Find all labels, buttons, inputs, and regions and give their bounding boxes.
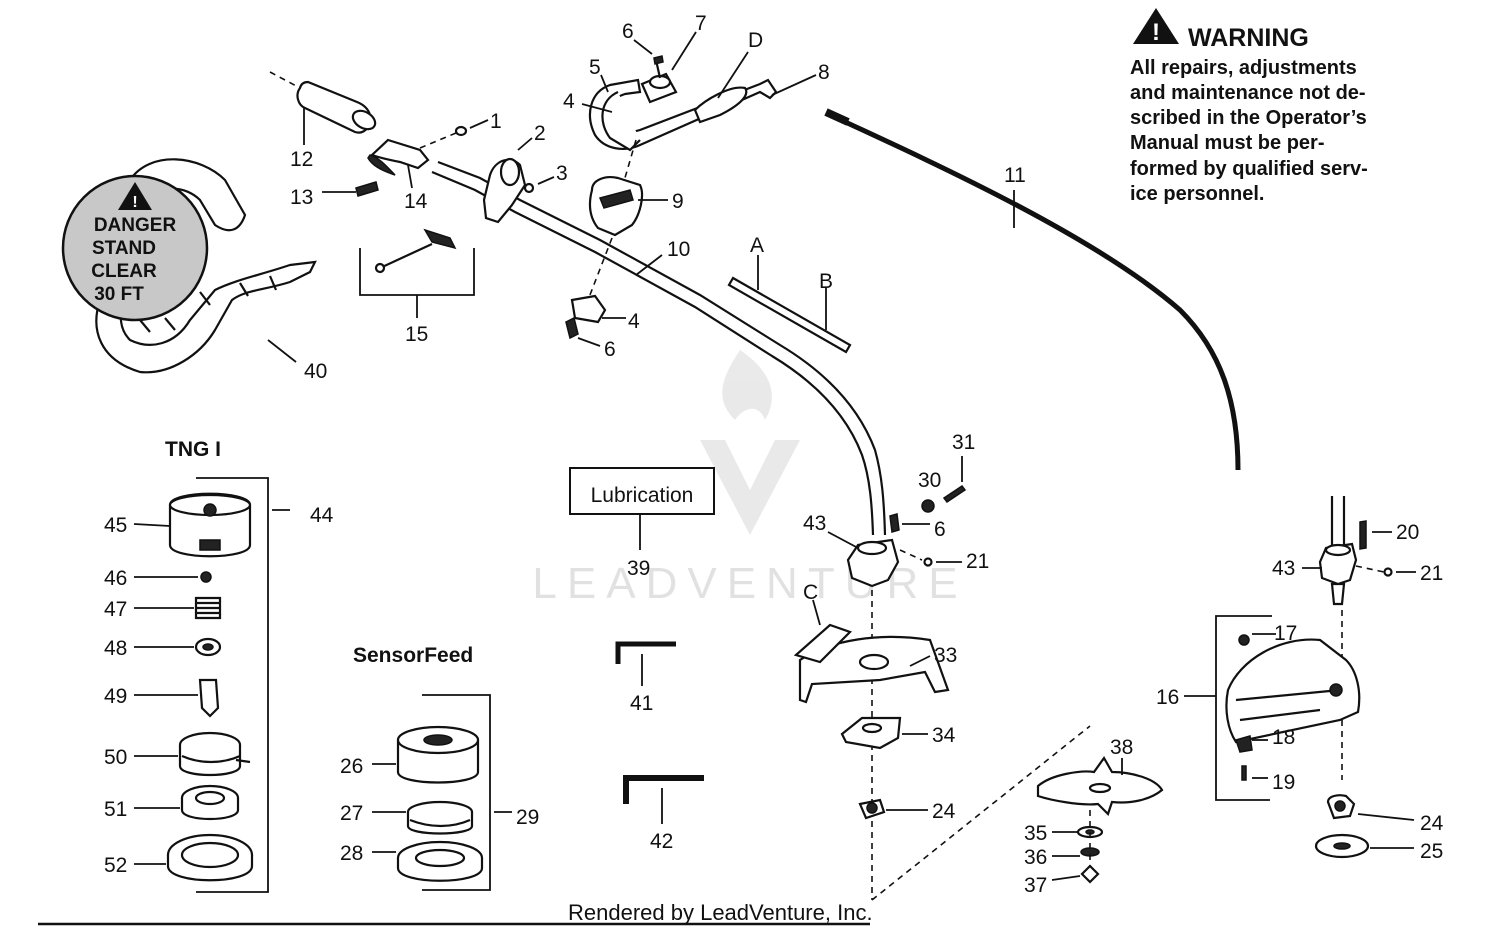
- callout-25: 25: [1420, 840, 1443, 863]
- callout-18: 18: [1272, 726, 1295, 749]
- callout-15: 15: [405, 323, 428, 346]
- callout-20: 20: [1396, 521, 1419, 544]
- callout-26: 26: [340, 755, 363, 778]
- warning-exclaim-icon: !: [1152, 19, 1160, 46]
- callout-A: A: [750, 234, 764, 257]
- callout-27: 27: [340, 802, 363, 825]
- lubrication-label: Lubrication: [591, 484, 694, 507]
- section-title-tng: TNG I: [165, 438, 221, 461]
- callout-34: 34: [932, 724, 956, 747]
- hex-wrench-small-icon: [615, 641, 676, 664]
- callout-37: 37: [1024, 874, 1047, 897]
- callout-51: 51: [104, 798, 127, 821]
- callout-46: 46: [104, 567, 127, 590]
- danger-tag-line-2: STAND: [92, 238, 156, 259]
- callout-28: 28: [340, 842, 363, 865]
- warning-line-5: formed by qualified serv-: [1130, 158, 1368, 180]
- shoulder-strap-part: ! DANGER STAND CLEAR 30 FT 40: [61, 158, 327, 383]
- callout-47: 47: [104, 598, 127, 621]
- rods-ab: A B: [727, 234, 852, 354]
- callout-6b: 6: [604, 338, 616, 361]
- warning-title: WARNING: [1188, 24, 1309, 52]
- callout-C: C: [803, 581, 818, 604]
- warning-line-2: and maintenance not de-: [1130, 82, 1366, 104]
- handle-assembly: 6 7 D 8 5 4 9 4 6: [563, 12, 830, 361]
- blade-assembly: 38 35 36 37: [1024, 736, 1164, 897]
- warning-triangle-icon: [1133, 8, 1179, 44]
- callout-2: 2: [534, 122, 546, 145]
- callout-16: 16: [1156, 686, 1179, 709]
- callout-6a: 6: [622, 20, 634, 43]
- callout-17: 17: [1274, 622, 1297, 645]
- callout-30: 30: [918, 469, 941, 492]
- credit-text: Rendered by LeadVenture, Inc.: [568, 900, 873, 925]
- callout-D: D: [748, 29, 763, 52]
- upper-shaft-assembly: 12 14 13 1 10 2 3 15: [269, 71, 887, 536]
- callout-14: 14: [404, 190, 428, 213]
- section-title-sensorfeed: SensorFeed: [353, 644, 473, 667]
- tng-head-assembly: TNG I 44 45 46 47 48 49 50: [104, 438, 334, 893]
- danger-tag-line-1: DANGER: [94, 215, 177, 236]
- lubrication-box: [569, 467, 715, 515]
- warning-line-3: scribed in the Operator’s: [1130, 107, 1367, 129]
- callout-7: 7: [695, 12, 707, 35]
- right-head-assembly: 20 43 21 16 17 18 19 24 25: [1156, 496, 1444, 863]
- callout-52: 52: [104, 854, 127, 877]
- callout-24b: 24: [1420, 812, 1444, 835]
- callout-33: 33: [934, 644, 957, 667]
- warning-line-1: All repairs, adjustments: [1130, 57, 1357, 79]
- callout-41: 41: [630, 692, 653, 715]
- callout-43b: 43: [1272, 557, 1295, 580]
- callout-42: 42: [650, 830, 673, 853]
- callout-48: 48: [104, 637, 127, 660]
- callout-4a: 4: [563, 90, 575, 113]
- callout-45: 45: [104, 514, 127, 537]
- callout-5: 5: [589, 56, 601, 79]
- callout-19: 19: [1272, 771, 1295, 794]
- callout-36: 36: [1024, 846, 1047, 869]
- callout-10: 10: [667, 238, 690, 261]
- watermark-text: LEADVENTURE: [532, 559, 967, 608]
- callout-39: 39: [627, 557, 650, 580]
- callout-6c: 6: [934, 518, 946, 541]
- callout-29: 29: [516, 806, 539, 829]
- lubrication-and-tools: Lubrication 39 41 42: [569, 467, 715, 853]
- callout-21b: 21: [1420, 562, 1443, 585]
- warning-line-6: ice personnel.: [1130, 183, 1265, 205]
- callout-43a: 43: [803, 512, 826, 535]
- callout-13: 13: [290, 186, 313, 209]
- flex-cable-part: 11: [824, 108, 1241, 471]
- callout-11: 11: [1004, 164, 1026, 187]
- warning-line-4: Manual must be per-: [1130, 132, 1324, 154]
- callout-50: 50: [104, 746, 127, 769]
- sensorfeed-head-assembly: SensorFeed 29 26 27 28: [340, 644, 539, 891]
- hex-wrench-large-icon: [623, 775, 704, 804]
- callout-4b: 4: [628, 310, 640, 333]
- callout-38: 38: [1110, 736, 1133, 759]
- callout-12: 12: [290, 148, 313, 171]
- danger-tag: ! DANGER STAND CLEAR 30 FT: [61, 174, 209, 322]
- svg-text:!: !: [132, 194, 137, 211]
- callout-1: 1: [490, 110, 502, 133]
- callout-31: 31: [952, 431, 975, 454]
- callout-B: B: [819, 270, 833, 293]
- danger-tag-line-4: 30 FT: [94, 284, 144, 305]
- callout-24a: 24: [932, 800, 956, 823]
- callout-8: 8: [818, 61, 830, 84]
- warning-block: ! WARNING All repairs, adjustments and m…: [1130, 8, 1368, 205]
- callout-44: 44: [310, 504, 334, 527]
- callout-9: 9: [672, 190, 684, 213]
- callout-21a: 21: [966, 550, 989, 573]
- callout-35: 35: [1024, 822, 1047, 845]
- danger-tag-line-3: CLEAR: [91, 261, 157, 282]
- callout-40: 40: [304, 360, 327, 383]
- callout-49: 49: [104, 685, 127, 708]
- callout-3: 3: [556, 162, 568, 185]
- lower-head-assembly: 43 6 30 31 21 C 33 34 24: [793, 431, 1091, 901]
